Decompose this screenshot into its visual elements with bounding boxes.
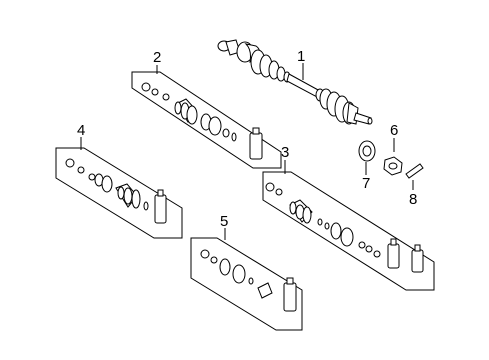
callout-1: 1 <box>297 48 305 65</box>
hub-nut[interactable] <box>383 156 403 176</box>
callout-7: 7 <box>362 175 370 192</box>
axle-shaft-assembly[interactable] <box>217 39 373 125</box>
callout-2: 2 <box>153 49 161 66</box>
callout-4: 4 <box>77 122 85 139</box>
boot-kit-panel-3[interactable] <box>262 171 435 291</box>
callout-5: 5 <box>220 213 228 230</box>
boot-kit-panel-5[interactable] <box>190 237 303 331</box>
washer[interactable] <box>358 140 376 162</box>
boot-kit-panel-2[interactable] <box>131 71 282 169</box>
callout-8: 8 <box>409 191 417 208</box>
leader-lines <box>80 63 414 240</box>
callout-6: 6 <box>390 122 398 139</box>
cotter-pin[interactable] <box>405 163 424 179</box>
callout-3: 3 <box>281 144 289 161</box>
boot-kit-panel-4[interactable] <box>55 147 183 239</box>
